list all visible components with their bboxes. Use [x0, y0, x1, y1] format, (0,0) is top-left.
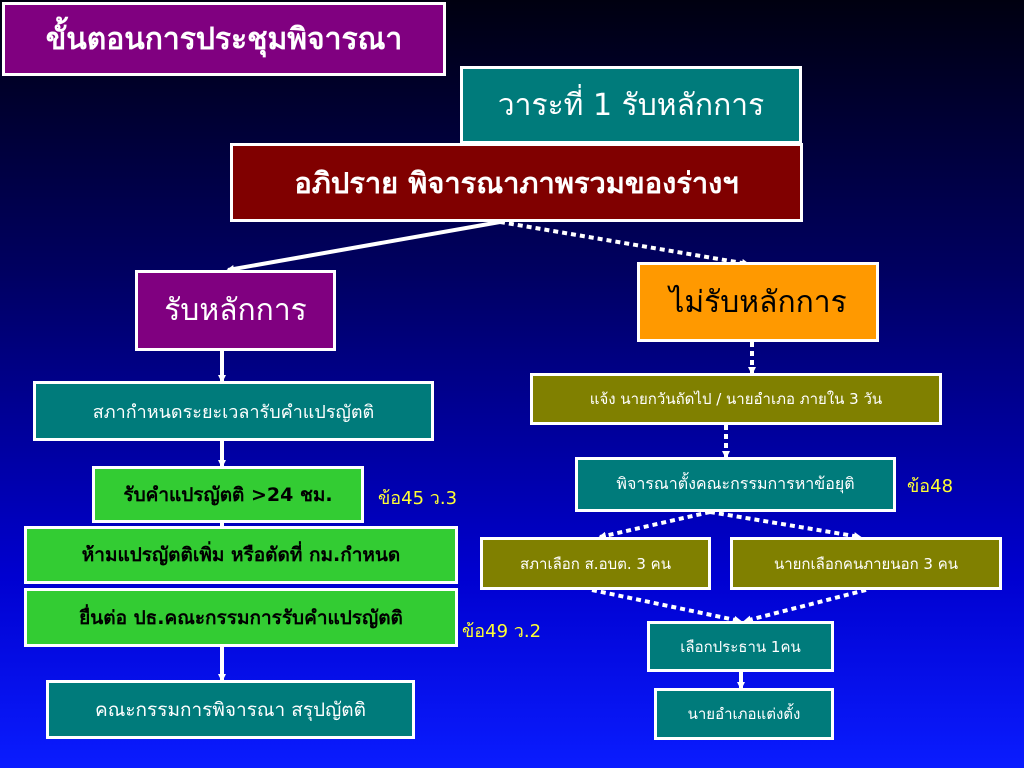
reject-branch-right-box: นายกเลือกคนภายนอก 3 คน [730, 537, 1002, 590]
reject-step3-text: เลือกประธาน 1คน [680, 637, 801, 656]
first-reading-box: วาระที่ 1 รับหลักการ [460, 66, 802, 144]
accept-step2-text: รับคำแปรญัตติ >24 ชม. [123, 483, 333, 506]
reject-branch-left-box: สภาเลือก ส.อบต. 3 คน [480, 537, 711, 590]
reject-principle-text: ไม่รับหลักการ [669, 284, 847, 320]
accept-step5-box: คณะกรรมการพิจารณา สรุปญัตติ [46, 680, 415, 739]
accept-step1-text: สภากำหนดระยะเวลารับคำแปรญัตติ [92, 401, 375, 423]
accept-step3-box: ห้ามแปรญัตติเพิ่ม หรือตัดที่ กม.กำหนด [24, 526, 458, 584]
slide-title: ขั้นตอนการประชุมพิจารณา [2, 2, 446, 76]
arrow-left-to-chair [591, 588, 742, 624]
accept-principle-text: รับหลักการ [164, 293, 307, 328]
reject-branch-right-text: นายกเลือกคนภายนอก 3 คน [773, 554, 959, 573]
accept-step3-text: ห้ามแปรญัตติเพิ่ม หรือตัดที่ กม.กำหนด [81, 544, 401, 566]
arrow-rstep2-to-right [709, 510, 862, 540]
accept-principle-box: รับหลักการ [135, 270, 336, 351]
reject-step2-box: พิจารณาตั้งคณะกรรมการหาข้อยุติ [575, 457, 896, 512]
reject-branch-left-text: สภาเลือก ส.อบต. 3 คน [520, 554, 671, 573]
accept-step1-box: สภากำหนดระยะเวลารับคำแปรญัตติ [33, 381, 434, 441]
arrow-right-to-chair [743, 588, 867, 624]
debate-text: อภิปราย พิจารณาภาพรวมของร่างฯ [294, 165, 739, 200]
reject-step1-text: แจ้ง นายกวันถัดไป / นายอำเภอ ภายใน 3 วัน [589, 390, 883, 408]
accept-step5-text: คณะกรรมการพิจารณา สรุปญัตติ [95, 698, 366, 721]
accept-step2-box: รับคำแปรญัตติ >24 ชม. [92, 466, 364, 523]
reject-step2-ref: ข้อ48 [907, 476, 954, 497]
arrow-debate-to-accept [226, 220, 501, 273]
debate-box: อภิปราย พิจารณาภาพรวมของร่างฯ [230, 143, 803, 222]
accept-step4-text: ยื่นต่อ ปธ.คณะกรรมการรับคำแปรญัตติ [79, 606, 403, 629]
arrow-debate-to-reject [499, 220, 750, 267]
reject-step1-box: แจ้ง นายกวันถัดไป / นายอำเภอ ภายใน 3 วัน [530, 373, 942, 425]
reject-step2-text: พิจารณาตั้งคณะกรรมการหาข้อยุติ [616, 474, 855, 493]
accept-step4-box: ยื่นต่อ ปธ.คณะกรรมการรับคำแปรญัตติ [24, 588, 458, 647]
reject-step4-box: นายอำเภอแต่งตั้ง [654, 688, 834, 740]
slide-title-text: ขั้นตอนการประชุมพิจารณา [45, 21, 403, 57]
reject-step4-text: นายอำเภอแต่งตั้ง [687, 705, 801, 723]
first-reading-text: วาระที่ 1 รับหลักการ [497, 87, 765, 123]
arrow-rstep2-to-left [598, 510, 711, 540]
accept-step4-ref: ข้อ49 ว.2 [462, 621, 542, 642]
reject-step3-box: เลือกประธาน 1คน [647, 621, 834, 672]
reject-principle-box: ไม่รับหลักการ [637, 262, 879, 342]
accept-step2-ref: ข้อ45 ว.3 [378, 488, 458, 509]
